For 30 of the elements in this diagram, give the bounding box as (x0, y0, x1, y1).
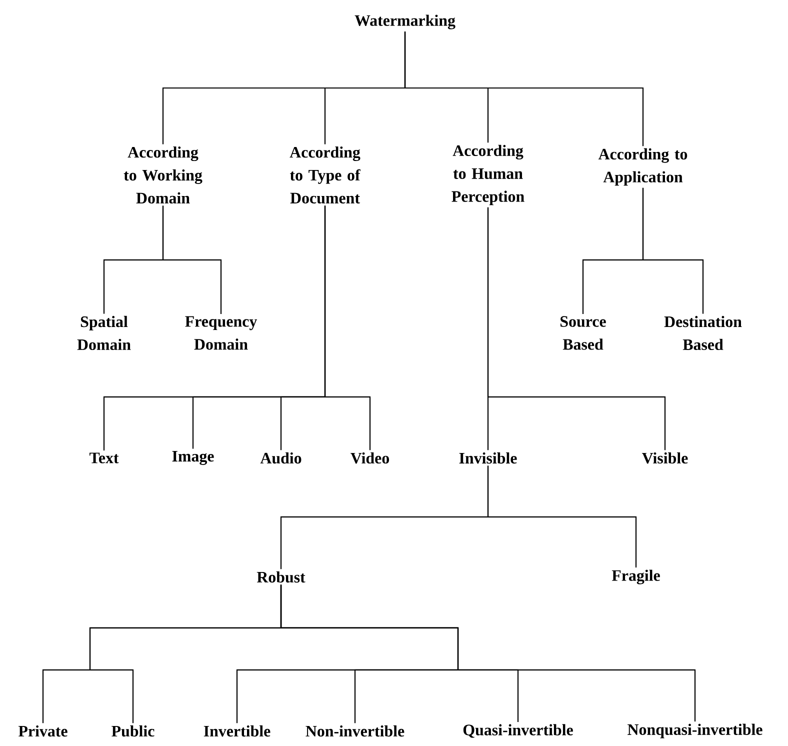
tree-node-label: Non-invertible (306, 725, 404, 737)
tree-node-label: Invertible (204, 725, 270, 737)
connector-line (642, 188, 704, 314)
tree-node-label: Visible (642, 452, 688, 464)
connector-line (280, 584, 696, 722)
tree-node-label: According to Human Perception (452, 144, 524, 206)
connector-line (162, 206, 222, 314)
tree-node-label: Spatial Domain (77, 316, 131, 350)
tree-node-label: Watermarking (354, 14, 456, 30)
tree-node-label: According to Type of Document (290, 146, 360, 204)
tree-node-label: Public (112, 725, 154, 737)
tree-node-label: Quasi-invertible (463, 724, 573, 738)
tree-node-label: Video (350, 452, 390, 464)
connector-line (404, 31, 644, 146)
tree-node-label: Source Based (560, 316, 606, 350)
tree-node-label: Audio (260, 452, 302, 464)
tree-node-label: Destination Based (664, 316, 742, 350)
tree-node-label: According to Working Domain (124, 146, 202, 204)
connector-line (487, 207, 666, 450)
tree-node-label: Frequency Domain (185, 316, 257, 350)
tree-node-label: Fragile (612, 570, 660, 584)
tree-node-label: Text (90, 452, 119, 464)
tree-node-label: According to Application (598, 148, 688, 186)
tree-node-label: Invisible (459, 452, 517, 464)
tree-node-label: Private (18, 725, 68, 737)
tree-node-label: Image (172, 451, 214, 465)
tree-node-label: Nonquasi-invertible (628, 724, 762, 738)
connector-line (324, 206, 371, 450)
tree-node-label: Robust (256, 571, 306, 583)
connector-line (487, 466, 637, 568)
